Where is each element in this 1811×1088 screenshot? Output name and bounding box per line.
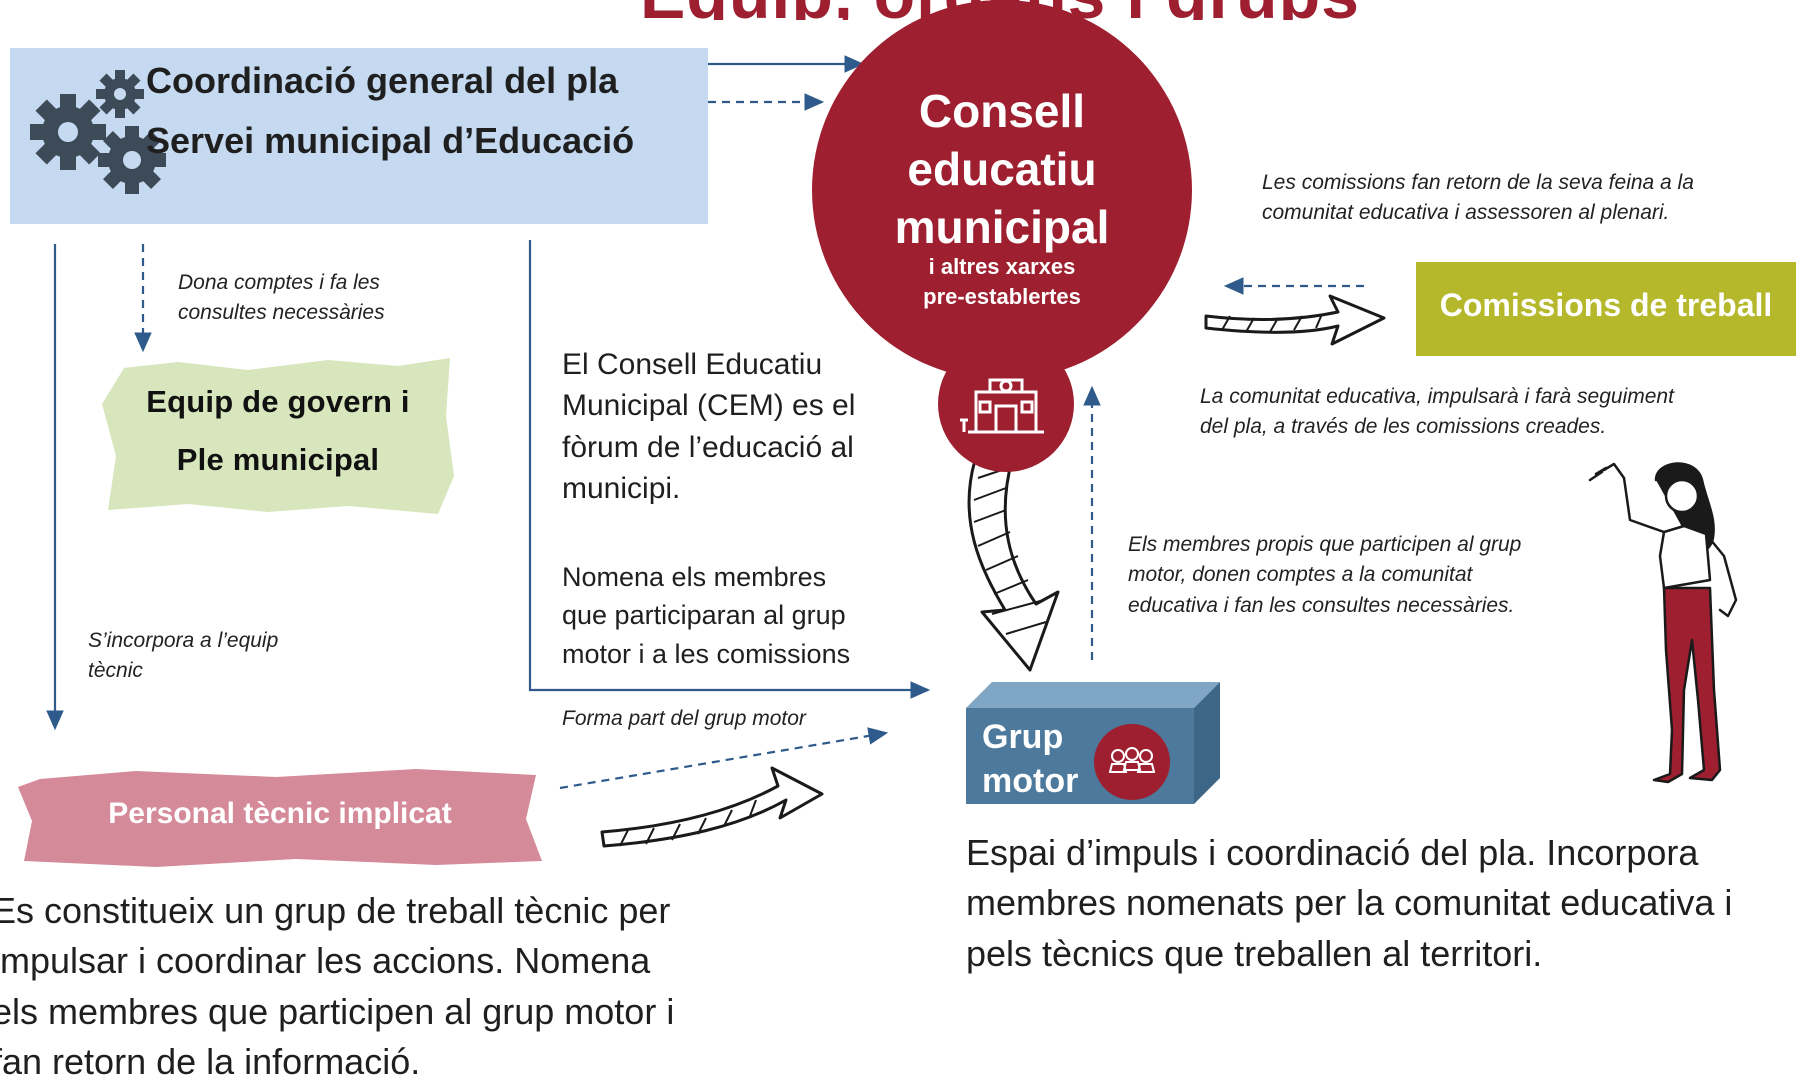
coordination-line2: Servei municipal d’Educació bbox=[146, 120, 635, 161]
note-dona-comptes: Dona comptes i fa les consultes necessàr… bbox=[178, 268, 385, 329]
personal-label: Personal tècnic implicat bbox=[108, 797, 452, 830]
woman-illustration bbox=[1588, 462, 1738, 784]
council-line5: pre-establertes bbox=[923, 284, 1081, 309]
bottom-right-line2: membres nomenats per la comunitat educat… bbox=[966, 882, 1733, 924]
note-forma-part: Forma part del grup motor bbox=[562, 707, 806, 730]
govern-line1: Equip de govern i bbox=[146, 384, 410, 419]
note-membres-propis: Els membres propis que participen al gru… bbox=[1128, 530, 1521, 621]
govern-box: Equip de govern i Ple municipal bbox=[98, 356, 458, 516]
council-line1: Consell bbox=[918, 85, 1086, 137]
personal-torn-paper bbox=[18, 769, 542, 867]
council-circle: Consell educatiu municipal i altres xarx… bbox=[812, 0, 1192, 380]
bottom-left-paragraph: Es constitueix un grup de treball tècnic… bbox=[0, 886, 674, 1088]
comissions-box: Comissions de treball bbox=[1416, 262, 1796, 356]
note-dona-comptes-line2: consultes necessàries bbox=[178, 301, 385, 325]
cem-paragraph-2: Nomena els membres que participaran al g… bbox=[562, 558, 850, 673]
bottom-left-line3: els membres que participen al grup motor… bbox=[0, 990, 675, 1032]
grup-motor-line2: motor bbox=[982, 762, 1079, 800]
school-badge bbox=[938, 336, 1074, 472]
bottom-right-line1: Espai d’impuls i coordinació del pla. In… bbox=[966, 832, 1699, 873]
cem-paragraph-1: El Consell Educatiu Municipal (CEM) es e… bbox=[562, 344, 855, 510]
bottom-left-line4: fan retorn de la informació. bbox=[0, 1041, 421, 1083]
cem-p2-line2: que participaran al grup bbox=[562, 600, 846, 631]
note-membres-propis-line3: educativa i fan les consultes necessàrie… bbox=[1128, 593, 1515, 617]
comissions-label: Comissions de treball bbox=[1439, 287, 1773, 323]
sketch-arrow-council-to-grup bbox=[967, 458, 1060, 672]
coordination-box: Coordinació general del pla Servei munic… bbox=[10, 48, 708, 224]
note-comissions-retorn: Les comissions fan retorn de la seva fei… bbox=[1262, 168, 1694, 229]
note-dona-comptes-line1: Dona comptes i fa les bbox=[178, 271, 380, 294]
cem-p1-line2: Municipal (CEM) es el bbox=[562, 389, 856, 423]
note-incorpora: S’incorpora a l’equip tècnic bbox=[88, 626, 278, 687]
sketch-arrow-personal-to-grup bbox=[600, 766, 824, 848]
note-comissions-retorn-line2: comunitat educativa i assessoren al plen… bbox=[1262, 201, 1670, 225]
coordination-line1: Coordinació general del pla bbox=[146, 60, 619, 101]
cem-p1-line3: fòrum de l’educació al bbox=[562, 430, 854, 464]
bottom-right-line3: pels tècnics que treballen al territori. bbox=[966, 932, 1543, 974]
council-line3: municipal bbox=[894, 201, 1110, 253]
grup-motor-block: Grup motor bbox=[966, 682, 1220, 804]
arrow-personal-to-grup bbox=[559, 727, 889, 790]
cem-p1-line4: municipi. bbox=[562, 472, 681, 506]
council-line2: educatiu bbox=[907, 143, 1097, 195]
bottom-right-paragraph: Espai d’impuls i coordinació del pla. In… bbox=[966, 828, 1732, 979]
cem-p1-line1: El Consell Educatiu bbox=[562, 348, 823, 381]
bottom-left-line1: Es constitueix un grup de treball tècnic… bbox=[0, 890, 671, 931]
govern-torn-paper bbox=[102, 358, 454, 514]
note-comunitat-impulsara-line2: del pla, a través de les comissions crea… bbox=[1200, 415, 1607, 439]
note-membres-propis-line1: Els membres propis que participen al gru… bbox=[1128, 533, 1522, 556]
note-comunitat-impulsara: La comunitat educativa, impulsarà i farà… bbox=[1200, 382, 1674, 443]
note-comunitat-impulsara-line1: La comunitat educativa, impulsarà i farà… bbox=[1200, 385, 1674, 408]
school-icon bbox=[960, 378, 1044, 434]
sketch-arrow-to-comissions bbox=[1204, 294, 1386, 346]
govern-line2: Ple municipal bbox=[176, 442, 380, 477]
cem-p2-line3: motor i a les comissions bbox=[562, 638, 851, 669]
note-incorpora-line2: tècnic bbox=[88, 659, 143, 683]
cem-p2-line1: Nomena els membres bbox=[562, 562, 827, 592]
note-incorpora-line1: S’incorpora a l’equip bbox=[88, 629, 279, 652]
note-membres-propis-line2: motor, donen comptes a la comunitat bbox=[1128, 563, 1473, 587]
people-icon bbox=[1108, 747, 1156, 773]
note-comissions-retorn-line1: Les comissions fan retorn de la seva fei… bbox=[1262, 171, 1694, 194]
people-badge bbox=[1094, 724, 1170, 800]
council-line4: i altres xarxes bbox=[928, 254, 1076, 279]
arrow-coord-to-grup bbox=[528, 240, 931, 699]
gears-icon bbox=[30, 70, 166, 194]
grup-motor-line1: Grup bbox=[982, 718, 1064, 756]
bottom-left-line2: impulsar i coordinar les accions. Nomena bbox=[0, 940, 651, 982]
personal-box: Personal tècnic implicat bbox=[16, 767, 544, 869]
